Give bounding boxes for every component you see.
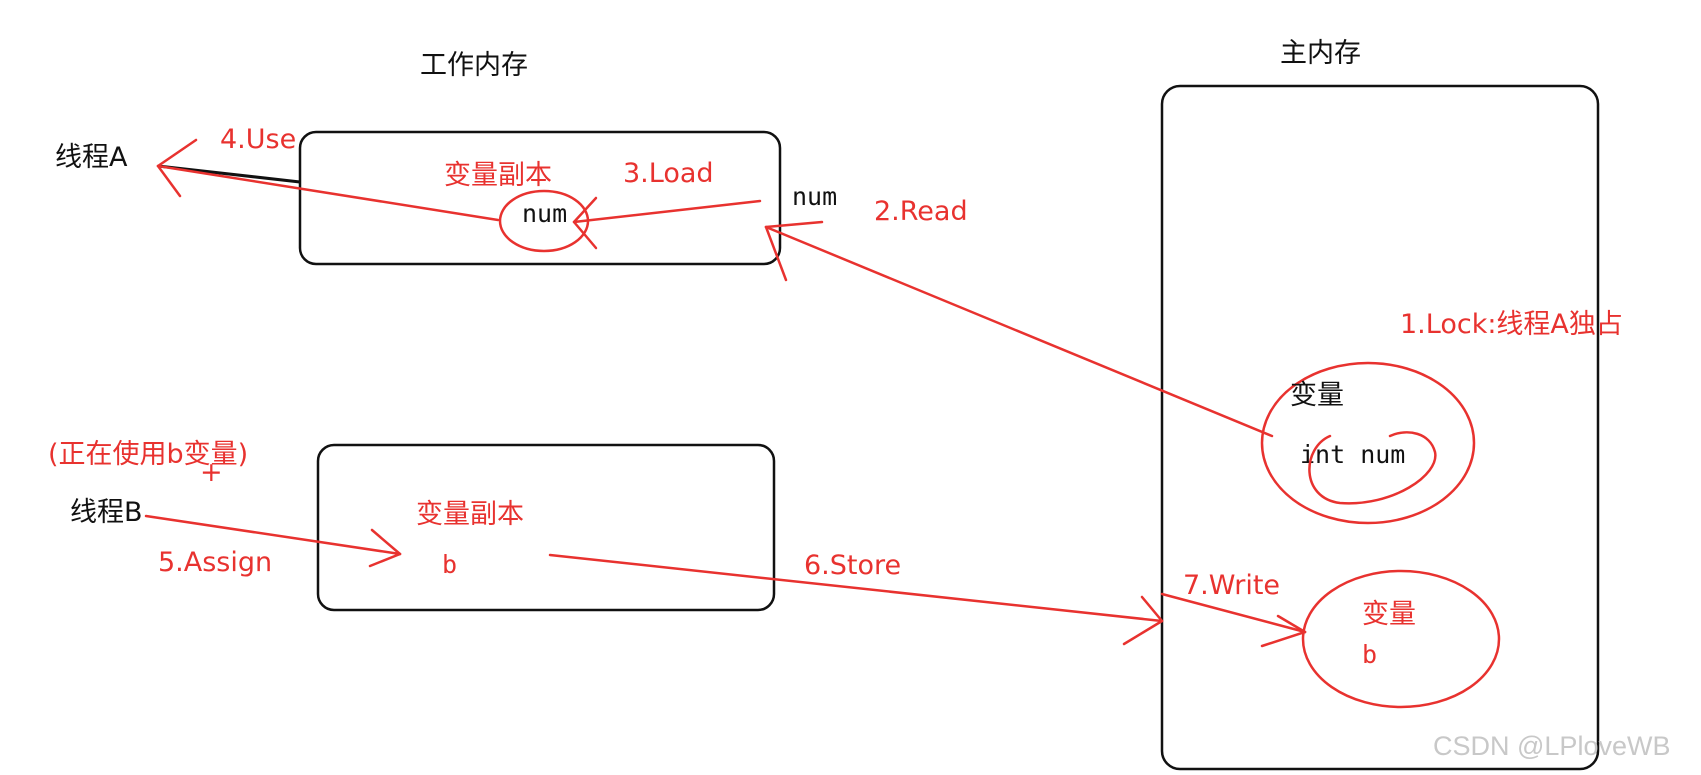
num-copy-value: num [522, 199, 567, 228]
step-lock: 1.Lock:线程A独占 [1400, 309, 1623, 340]
thread-b-label: 线程B [70, 497, 143, 528]
thread-a-label: 线程A [55, 142, 128, 173]
arrow-write [1160, 592, 1307, 648]
main-memory-box [1160, 84, 1600, 771]
step-read: 2.Read [874, 196, 968, 227]
main-memory-title: 主内存 [1280, 38, 1361, 69]
arrow-load [572, 196, 762, 250]
num-incoming-label: num [792, 182, 837, 211]
copy-a-label: 变量副本 [444, 160, 552, 191]
working-memory-box-a [298, 130, 782, 266]
step-write: 7.Write [1183, 570, 1280, 601]
working-memory-box-b [316, 443, 776, 612]
main-var1-title: 变量 [1290, 380, 1344, 411]
working-memory-title: 工作内存 [420, 50, 528, 81]
step-store: 6.Store [804, 550, 901, 581]
main-var1-value: int num [1300, 440, 1405, 469]
step-use: 4.Use [220, 124, 296, 155]
arrow-use [156, 138, 500, 222]
main-var2-circle [1301, 569, 1501, 709]
arrow-read [764, 220, 1274, 438]
step-load: 3.Load [623, 158, 714, 189]
main-var2-value: b [1362, 640, 1377, 669]
main-var1-circle [1260, 361, 1476, 525]
step-assign: 5.Assign [158, 547, 272, 578]
copy-b-label: 变量副本 [416, 499, 524, 530]
watermark: CSDN @LPloveWB [1433, 731, 1670, 761]
arrow-assign [144, 514, 402, 568]
num-highlight-scribble [1308, 431, 1437, 505]
thread-b-note: (正在使用b变量) [48, 439, 248, 470]
main-var2-title: 变量 [1362, 599, 1416, 630]
b-copy-value: b [442, 550, 457, 579]
arrow-store [548, 553, 1164, 646]
cursor-mark: + [200, 457, 223, 488]
